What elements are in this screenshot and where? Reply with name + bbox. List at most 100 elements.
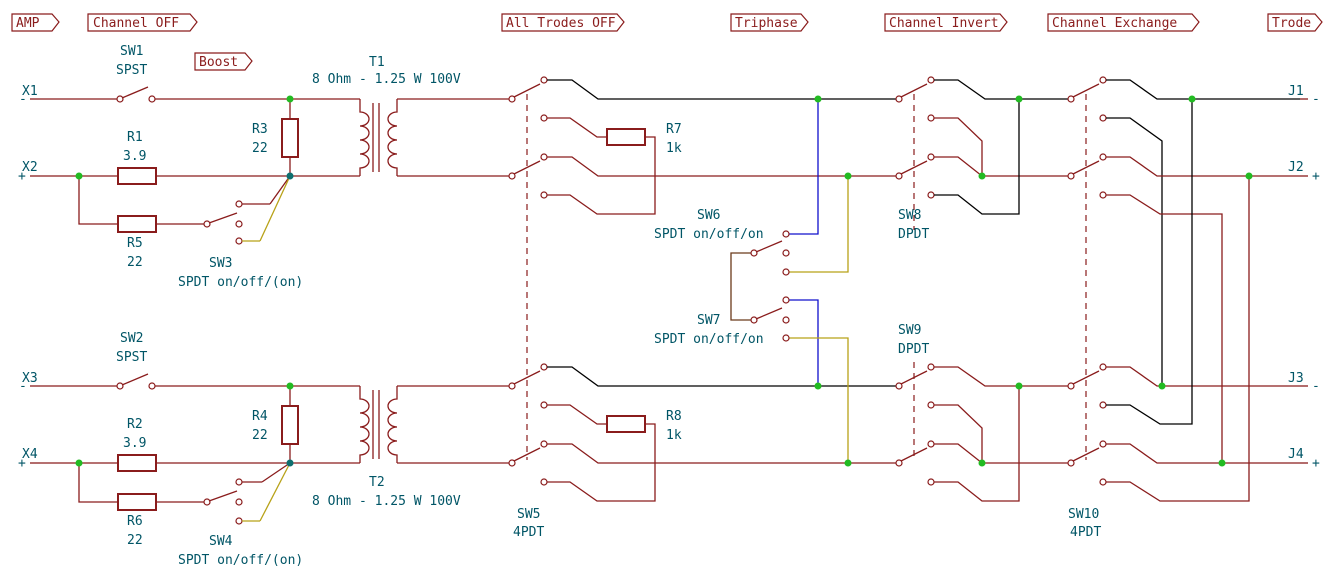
svg-text:8 Ohm - 1.25 W 100V: 8 Ohm - 1.25 W 100V xyxy=(312,72,461,87)
r8: R8 1k xyxy=(547,404,682,502)
svg-text:DPDT: DPDT xyxy=(898,342,929,357)
svg-text:J3: J3 xyxy=(1288,371,1304,386)
svg-text:All Trodes OFF: All Trodes OFF xyxy=(506,16,616,31)
sw3: SW3 SPDT on/off/(on) xyxy=(178,200,303,290)
r2: R2 3.9 xyxy=(117,417,157,472)
svg-text:-: - xyxy=(1312,379,1320,394)
svg-text:X3: X3 xyxy=(22,371,38,386)
svg-text:4PDT: 4PDT xyxy=(1070,525,1101,540)
svg-text:SPDT on/off/on: SPDT on/off/on xyxy=(654,332,764,347)
flag-boost: Boost xyxy=(194,52,253,71)
svg-text:SPST: SPST xyxy=(116,63,147,78)
wires-sw9 xyxy=(934,366,1068,502)
svg-text:R1: R1 xyxy=(127,130,143,145)
svg-text:SW8: SW8 xyxy=(898,208,921,223)
junctions-sw8-sw9 xyxy=(978,95,1023,467)
connector-x4: X4 + xyxy=(18,447,40,471)
wires-triphase-section xyxy=(547,79,896,464)
svg-text:X4: X4 xyxy=(22,447,38,462)
sw6: SW6 SPDT on/off/on xyxy=(654,208,790,276)
svg-text:Channel Exchange: Channel Exchange xyxy=(1052,16,1177,31)
svg-text:22: 22 xyxy=(127,255,143,270)
svg-text:J4: J4 xyxy=(1288,447,1304,462)
svg-text:SPDT on/off/(on): SPDT on/off/(on) xyxy=(178,275,303,290)
svg-text:+: + xyxy=(18,456,26,471)
flag-trode: Trode xyxy=(1267,13,1323,32)
flag-channel-off: Channel OFF xyxy=(87,13,198,32)
r4: R4 22 xyxy=(252,405,299,445)
svg-text:3.9: 3.9 xyxy=(123,436,146,451)
connector-x3: X3 - xyxy=(19,371,40,394)
svg-text:3.9: 3.9 xyxy=(123,149,146,164)
sw1: SW1 SPST xyxy=(116,44,156,103)
sw7: SW7 SPDT on/off/on xyxy=(654,296,790,347)
svg-text:+: + xyxy=(1312,169,1320,184)
svg-text:SW5: SW5 xyxy=(517,507,540,522)
svg-text:8 Ohm - 1.25 W 100V: 8 Ohm - 1.25 W 100V xyxy=(312,494,461,509)
svg-text:Triphase: Triphase xyxy=(735,16,798,31)
sw4: SW4 SPDT on/off/(on) xyxy=(178,478,303,568)
r6: R6 22 xyxy=(117,493,157,548)
connector-x1: X1 - xyxy=(19,84,40,107)
svg-text:SPDT on/off/on: SPDT on/off/on xyxy=(654,227,764,242)
svg-text:SW3: SW3 xyxy=(209,256,232,271)
wires-channel2-input xyxy=(40,385,360,522)
wires-sw10 xyxy=(1106,79,1300,502)
svg-text:1k: 1k xyxy=(666,428,682,443)
svg-text:DPDT: DPDT xyxy=(898,227,929,242)
svg-text:AMP: AMP xyxy=(16,16,40,31)
svg-text:+: + xyxy=(1312,456,1320,471)
svg-text:SW4: SW4 xyxy=(209,534,233,549)
svg-text:R3: R3 xyxy=(252,122,268,137)
sw8: SW8 DPDT xyxy=(895,76,935,242)
connector-x2: X2 + xyxy=(18,160,40,184)
svg-text:SW2: SW2 xyxy=(120,331,143,346)
connector-j3: J3 - xyxy=(1288,371,1320,394)
svg-text:SW9: SW9 xyxy=(898,323,921,338)
svg-text:X2: X2 xyxy=(22,160,38,175)
svg-text:J1: J1 xyxy=(1288,84,1304,99)
flag-amp: AMP xyxy=(11,13,60,32)
flag-all-trodes-off: All Trodes OFF xyxy=(501,13,625,32)
svg-text:SW6: SW6 xyxy=(697,208,720,223)
svg-text:1k: 1k xyxy=(666,141,682,156)
connector-j4: J4 + xyxy=(1288,447,1320,471)
svg-text:R6: R6 xyxy=(127,514,143,529)
junctions-triphase xyxy=(814,95,852,467)
r7: R7 1k xyxy=(547,117,682,215)
svg-text:+: + xyxy=(18,169,26,184)
svg-text:SW10: SW10 xyxy=(1068,507,1099,522)
svg-text:R5: R5 xyxy=(127,236,143,251)
svg-text:Channel OFF: Channel OFF xyxy=(93,16,179,31)
svg-text:T1: T1 xyxy=(369,55,385,70)
svg-text:-: - xyxy=(19,379,27,394)
r5: R5 22 xyxy=(117,215,157,270)
svg-text:J2: J2 xyxy=(1288,160,1304,175)
junctions-channel2-input xyxy=(75,382,294,467)
wires-sw8 xyxy=(934,79,1068,215)
svg-text:-: - xyxy=(1312,92,1320,107)
flag-channel-exchange: Channel Exchange xyxy=(1047,13,1200,32)
svg-text:SW7: SW7 xyxy=(697,313,720,328)
svg-text:SPDT on/off/(on): SPDT on/off/(on) xyxy=(178,553,303,568)
flag-channel-invert: Channel Invert xyxy=(884,13,1008,32)
flag-triphase: Triphase xyxy=(730,13,809,32)
sw5: SW5 4PDT xyxy=(397,76,548,540)
sw10: SW10 4PDT xyxy=(1067,76,1107,540)
svg-text:R4: R4 xyxy=(252,409,268,424)
svg-text:R8: R8 xyxy=(666,409,682,424)
svg-text:Channel Invert: Channel Invert xyxy=(889,16,999,31)
svg-text:4PDT: 4PDT xyxy=(513,525,544,540)
svg-text:R2: R2 xyxy=(127,417,143,432)
r3: R3 22 xyxy=(252,118,299,158)
svg-text:22: 22 xyxy=(127,533,143,548)
junctions-sw10 xyxy=(1158,95,1253,467)
sw9: SW9 DPDT xyxy=(895,323,935,486)
svg-text:SPST: SPST xyxy=(116,350,147,365)
t2: T2 8 Ohm - 1.25 W 100V xyxy=(312,386,461,509)
svg-text:Boost: Boost xyxy=(199,55,238,70)
svg-text:Trode: Trode xyxy=(1272,16,1311,31)
connector-j2: J2 + xyxy=(1288,160,1320,184)
r1: R1 3.9 xyxy=(117,130,157,185)
